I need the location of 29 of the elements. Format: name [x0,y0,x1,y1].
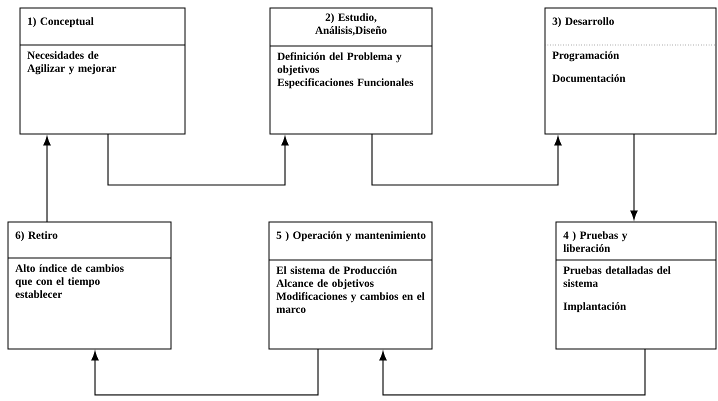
body-text: Programación [552,51,620,62]
stage-box [268,222,432,350]
box-heading: 5 ) Operación y mantenimiento [276,231,426,242]
stage-box [20,8,186,134]
body-text: Modificaciones y cambios en el marco [276,292,424,313]
box-heading: 3) Desarrollo [552,17,614,28]
arrow [379,349,646,396]
stage-box [270,8,432,134]
body-text: Implantación [564,302,626,312]
stage-box [556,222,716,350]
stage-box [544,8,716,134]
body-text: Necesidades de Agilizar y mejorar [27,51,116,74]
body-text: El sistema de Producción [276,266,397,274]
stage-box [8,222,172,350]
body-text: Documentación [552,74,626,82]
arrow [107,134,289,186]
body-text: Alcance de objetivos [276,279,374,290]
arrow [91,349,319,396]
body-text: Pruebas detalladas del sistema [563,266,671,287]
body-text: Alto índice de cambios que con el tiempo establecer [15,264,124,298]
body-text: Especificaciones Funcionales [277,78,414,88]
box-heading: 4 ) Pruebas y liberación [563,231,628,252]
box-heading: 6) Retiro [16,231,58,242]
arrow [630,134,638,220]
box-heading: 1) Conceptual [28,17,94,28]
arrow [43,136,51,222]
arrow [371,134,562,186]
body-text: Definición del Problema y objetivos [277,52,402,76]
box-heading: 2) Estudio, Análisis,Diseño [315,13,386,36]
